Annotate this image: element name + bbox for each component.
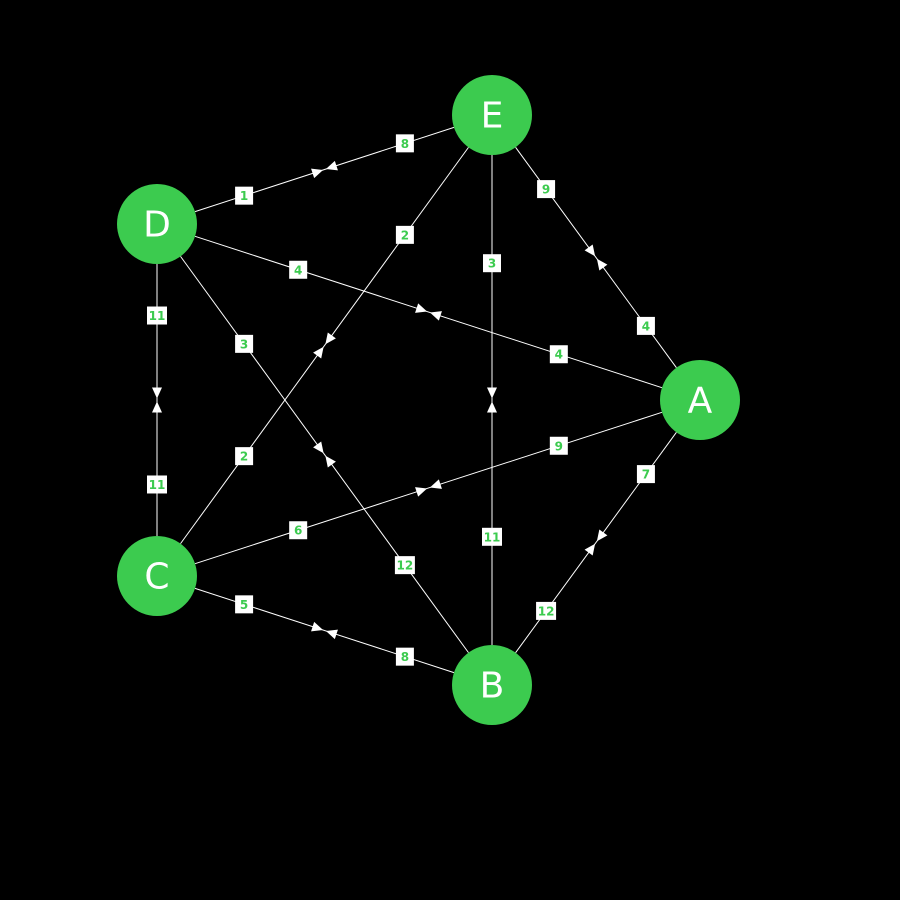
arrow-C-to-E [313,346,324,359]
arrow-B-to-C [325,629,338,640]
weight-E-D-near-E: 8 [395,134,414,153]
edge-weight-text: 11 [149,478,166,492]
weight-E-C-near-E: 2 [395,225,414,244]
edge-weight-text: 5 [240,598,248,612]
edge-weight-text: 8 [401,137,409,151]
weight-A-C-near-C: 6 [289,521,308,540]
edge-weight-text: 11 [484,530,501,544]
weight-D-A-near-A: 4 [549,345,568,364]
edge-E-C [180,147,469,544]
arrow-A-to-E [596,258,608,271]
node-label: D [143,205,171,246]
arrow-A-to-D [429,311,442,321]
edge-weight-text: 2 [401,228,409,242]
arrow-E-to-D [325,160,338,171]
edge-weight-text: 7 [642,468,650,482]
node-circle [452,75,532,155]
weight-C-B-near-C: 5 [235,595,254,614]
edge-weight-text: 2 [240,450,248,464]
node-circle [117,184,197,264]
edge-weight-text: 1 [240,189,248,203]
nodes-layer: A B C D E [117,75,740,725]
arrow-C-to-B [311,621,324,632]
edge-D-A [194,235,663,389]
node-circle [660,360,740,440]
edge-weight-text: 9 [555,439,563,453]
weight-E-B-near-B: 11 [482,527,502,546]
arrow-C-to-D [152,401,162,413]
weight-D-A-near-D: 4 [289,260,308,279]
weight-E-C-near-C: 2 [235,447,254,466]
weight-A-B-near-A: 7 [636,465,655,484]
node-label: C [144,557,169,598]
arrow-D-to-E [311,168,324,179]
edge-weight-text: 4 [642,319,650,333]
weight-D-C-near-C: 11 [147,475,167,494]
edge-weight-text: 4 [555,348,563,362]
arrow-E-to-B [487,387,497,399]
node-B: B [452,645,532,725]
arrow-E-to-A [584,244,596,257]
weight-E-D-near-D: 1 [235,186,254,205]
weight-D-B-near-D: 3 [235,334,254,353]
arrow-D-to-B [313,441,324,454]
arrow-E-to-C [325,332,336,345]
edge-weight-text: 11 [149,309,166,323]
weight-C-B-near-B: 8 [395,647,414,666]
weight-D-C-near-D: 11 [147,306,167,325]
arrow-D-to-A [415,303,428,313]
node-label: A [688,381,713,422]
arrow-B-to-D [325,455,336,468]
edge-weight-text: 4 [294,263,302,277]
weight-E-A-near-A: 4 [636,316,655,335]
edge-weight-text: 3 [488,257,496,271]
arrow-B-to-E [487,401,497,413]
weight-A-B-near-B: 12 [536,601,557,620]
node-circle [117,536,197,616]
node-circle [452,645,532,725]
edge-weight-text: 12 [397,559,414,573]
edge-A-C [194,411,663,565]
weight-A-C-near-A: 9 [549,436,568,455]
arrow-B-to-A [584,543,596,556]
node-D: D [117,184,197,264]
weight-E-A-near-E: 9 [537,180,556,199]
arrow-D-to-C [152,387,162,399]
arrow-A-to-C [429,479,442,489]
node-label: E [481,96,504,137]
weight-D-B-near-B: 12 [394,556,415,575]
edge-weight-text: 9 [542,183,550,197]
node-A: A [660,360,740,440]
edge-D-B [180,256,469,653]
weight-E-B-near-E: 3 [483,254,501,273]
node-E: E [452,75,532,155]
arrow-C-to-A [415,487,428,497]
edge-weight-text: 3 [240,337,248,351]
edge-weight-text: 8 [401,650,409,664]
arrow-A-to-B [596,529,608,542]
edge-weight-text: 12 [538,604,555,618]
labels-layer: 8 1 9 4 2 2 3 11 4 4 11 11 3 12 9 6 7 12 5 8 [147,134,655,666]
node-label: B [480,666,505,707]
edge-weight-text: 6 [294,524,302,538]
node-C: C [117,536,197,616]
